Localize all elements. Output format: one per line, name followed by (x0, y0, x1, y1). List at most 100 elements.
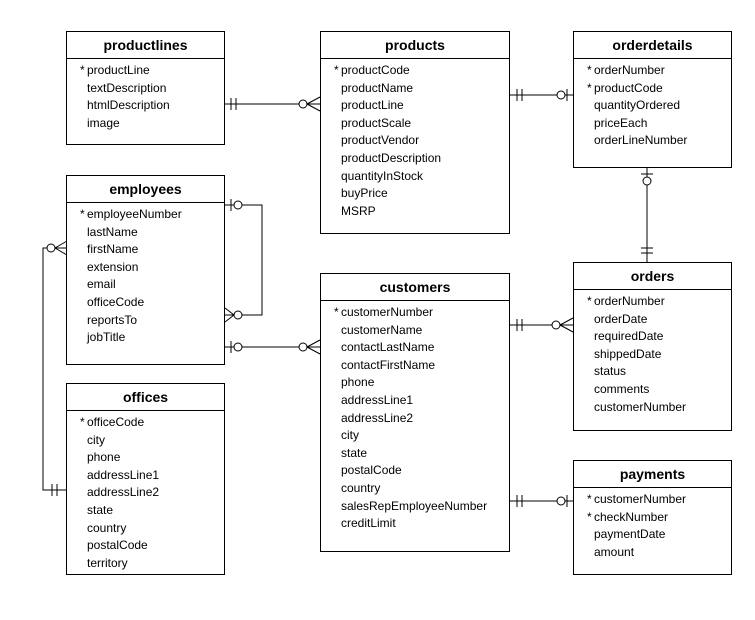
field-name: addressLine2 (87, 485, 160, 500)
field-row: customerNumber (574, 399, 731, 417)
field-name: orderNumber (594, 63, 665, 77)
field-row: amount (574, 544, 731, 562)
field-name: productVendor (341, 133, 420, 148)
field-name: salesRepEmployeeNumber (341, 498, 488, 513)
entity-title: employees (67, 176, 224, 203)
field-name: phone (341, 375, 375, 390)
field-name: productDescription (341, 150, 442, 165)
field-row: phone (67, 449, 224, 467)
field-name: addressLine1 (341, 392, 414, 407)
primary-key-marker: * (80, 63, 85, 77)
field-row: comments (574, 381, 731, 399)
field-row: buyPrice (321, 185, 509, 203)
field-row: *productCode (574, 80, 731, 98)
field-row: quantityInStock (321, 168, 509, 186)
field-row: status (574, 363, 731, 381)
field-name: orderDate (594, 311, 648, 326)
field-row: *officeCode (67, 414, 224, 432)
field-row: lastName (67, 224, 224, 242)
field-name: postalCode (341, 463, 402, 478)
field-row: creditLimit (321, 515, 509, 533)
field-row: city (321, 427, 509, 445)
field-name: reportsTo (87, 312, 138, 327)
field-name: productScale (341, 115, 412, 130)
primary-key-marker: * (587, 294, 592, 308)
field-name: customerName (341, 322, 423, 337)
field-name: jobTitle (87, 330, 126, 345)
field-row: extension (67, 259, 224, 277)
field-row: MSRP (321, 203, 509, 221)
field-row: priceEach (574, 115, 731, 133)
field-name: productLine (87, 63, 150, 77)
entity-title: productlines (67, 32, 224, 59)
rel-orderdetails-orders (641, 168, 653, 262)
entity-title: orders (574, 263, 731, 290)
primary-key-marker: * (80, 207, 85, 221)
primary-key-marker: * (587, 509, 592, 524)
primary-key-marker: * (587, 80, 592, 95)
field-name: shippedDate (594, 346, 662, 361)
field-name: phone (87, 450, 121, 465)
field-row: state (321, 445, 509, 463)
field-name: textDescription (87, 80, 167, 95)
field-name: email (87, 277, 116, 292)
entity-title: offices (67, 384, 224, 411)
field-name: quantityOrdered (594, 98, 681, 113)
field-name: comments (594, 381, 650, 396)
field-name: checkNumber (594, 509, 669, 524)
field-name: MSRP (341, 203, 376, 218)
field-name: firstName (87, 242, 139, 257)
field-name: extension (87, 259, 139, 274)
field-name: paymentDate (594, 527, 666, 542)
field-row: productDescription (321, 150, 509, 168)
field-name: employeeNumber (87, 207, 182, 221)
rel-offices-employees (42, 240, 68, 496)
field-name: contactFirstName (341, 357, 436, 372)
primary-key-marker: * (587, 492, 592, 506)
field-row: requiredDate (574, 328, 731, 346)
field-row: quantityOrdered (574, 97, 731, 115)
rel-employees-reportsto (224, 199, 263, 323)
rel-products-orderdetails (510, 89, 573, 101)
field-name: requiredDate (594, 329, 664, 344)
primary-key-marker: * (587, 63, 592, 77)
field-name: city (87, 432, 105, 447)
field-row: territory (67, 555, 224, 573)
field-row: orderDate (574, 311, 731, 329)
field-row: *productLine (67, 62, 224, 80)
field-name: addressLine2 (341, 410, 414, 425)
field-name: orderLineNumber (594, 133, 688, 148)
entity-title: customers (321, 274, 509, 301)
field-name: orderNumber (594, 294, 665, 308)
field-name: city (341, 428, 359, 443)
field-row: *customerNumber (321, 304, 509, 322)
field-row: email (67, 276, 224, 294)
field-row: productVendor (321, 132, 509, 150)
field-row: contactFirstName (321, 357, 509, 375)
primary-key-marker: * (334, 305, 339, 319)
field-name: customerNumber (594, 399, 687, 414)
field-row: officeCode (67, 294, 224, 312)
rel-employees-customers (225, 339, 321, 355)
field-row: phone (321, 374, 509, 392)
field-row: *checkNumber (574, 509, 731, 527)
field-name: productLine (341, 98, 404, 113)
field-row: *orderNumber (574, 293, 731, 311)
entity-title: payments (574, 461, 731, 488)
field-row: addressLine1 (321, 392, 509, 410)
field-row: reportsTo (67, 312, 224, 330)
field-name: amount (594, 544, 635, 559)
field-name: productCode (594, 80, 663, 95)
field-name: postalCode (87, 538, 148, 553)
